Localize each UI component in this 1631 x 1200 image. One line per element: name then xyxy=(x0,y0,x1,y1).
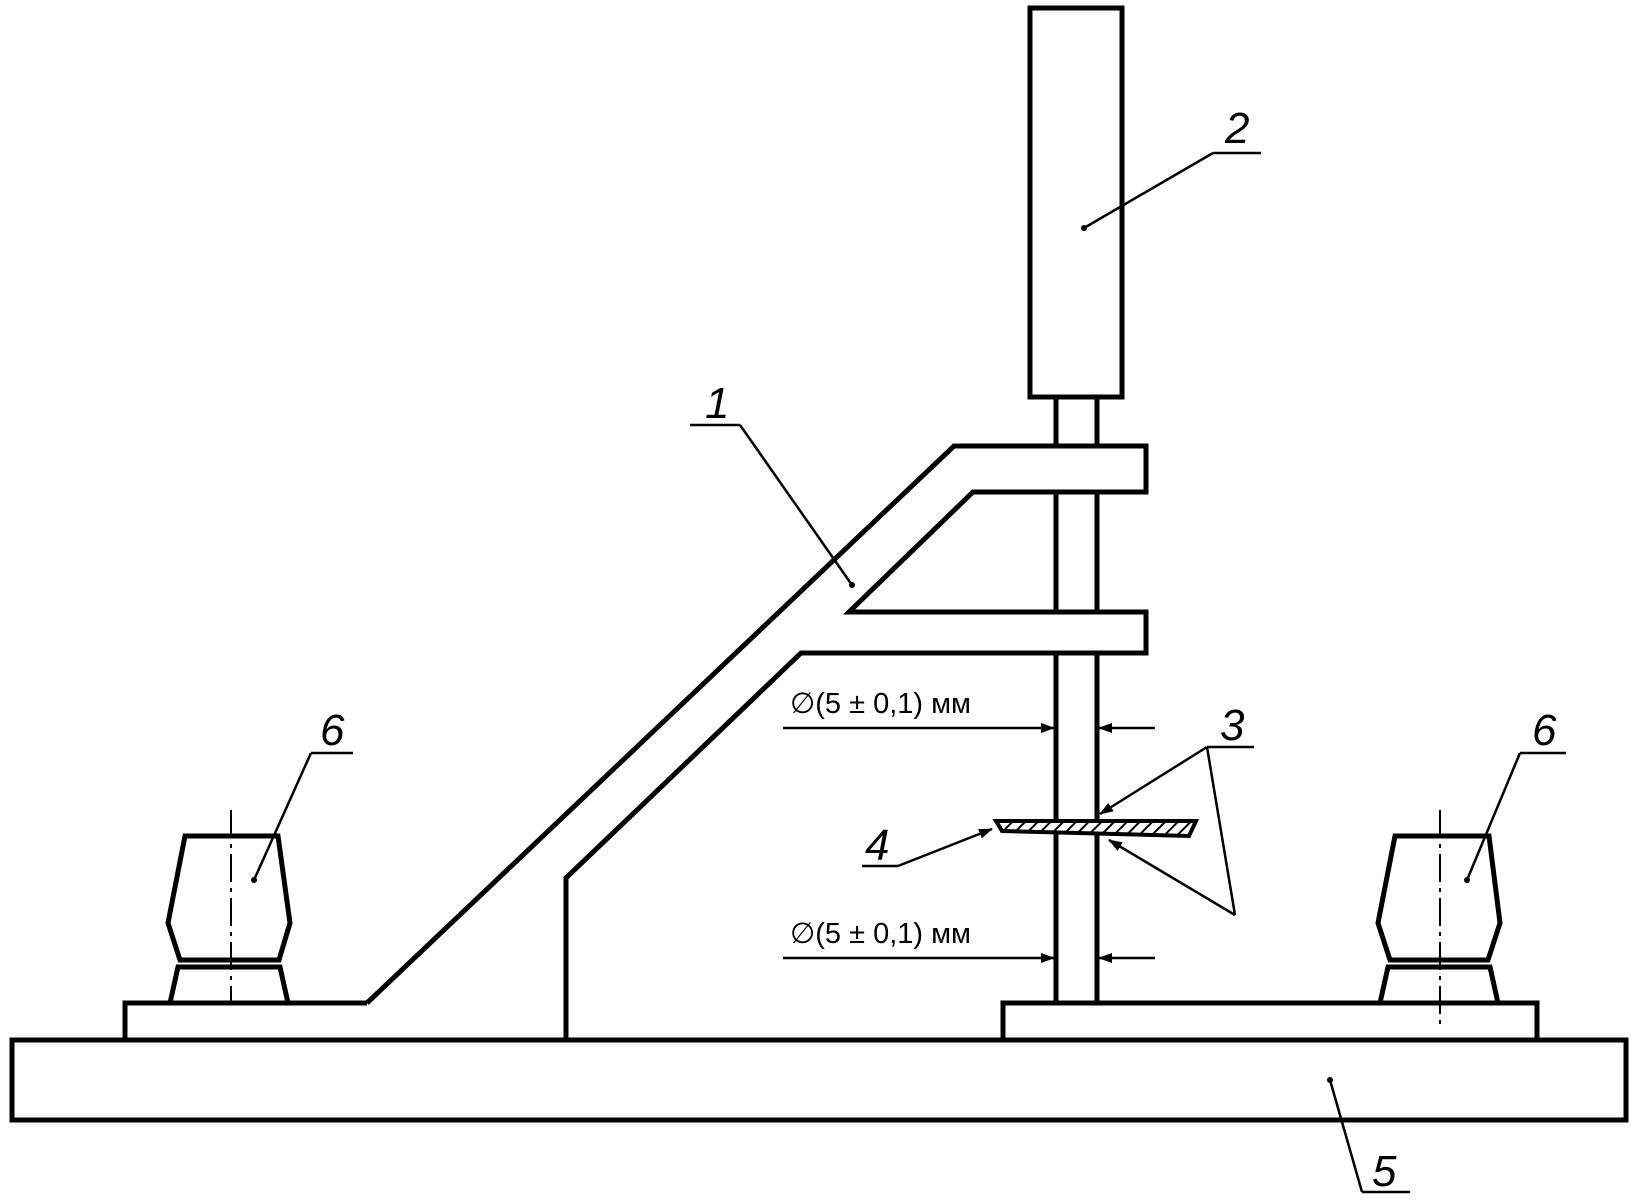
base-plate xyxy=(9,1037,1629,1123)
lower-dimension: ∅(5 ± 0,1) мм xyxy=(783,918,1155,963)
callout-5: 5 xyxy=(1372,1147,1397,1196)
specimen xyxy=(992,819,1200,839)
callout-3: 3 xyxy=(1220,701,1245,750)
upper-dimension: ∅(5 ± 0,1) мм xyxy=(783,688,1155,733)
right-roller xyxy=(1375,810,1503,1025)
weight-block xyxy=(1027,5,1125,400)
leader-5 xyxy=(1327,1077,1410,1194)
leader-1 xyxy=(690,423,855,588)
needle-rod xyxy=(1053,397,1100,1003)
lower-dimension-label: ∅(5 ± 0,1) мм xyxy=(790,918,971,950)
callout-6-right: 6 xyxy=(1532,706,1557,755)
upper-dimension-label: ∅(5 ± 0,1) мм xyxy=(790,688,971,720)
callout-1: 1 xyxy=(705,379,729,428)
stand-bracket xyxy=(365,443,1149,1040)
leader-2 xyxy=(1081,151,1261,231)
right-support-plate xyxy=(1000,1000,1540,1040)
leader-3 xyxy=(1099,745,1254,917)
callout-6-left: 6 xyxy=(320,706,345,755)
callout-2: 2 xyxy=(1224,104,1249,153)
left-support-plate xyxy=(122,1000,367,1040)
leader-6-left xyxy=(251,751,353,883)
leader-6-right xyxy=(1464,751,1566,883)
leader-4 xyxy=(862,827,993,868)
left-roller xyxy=(165,810,293,1006)
callout-4: 4 xyxy=(865,821,889,870)
